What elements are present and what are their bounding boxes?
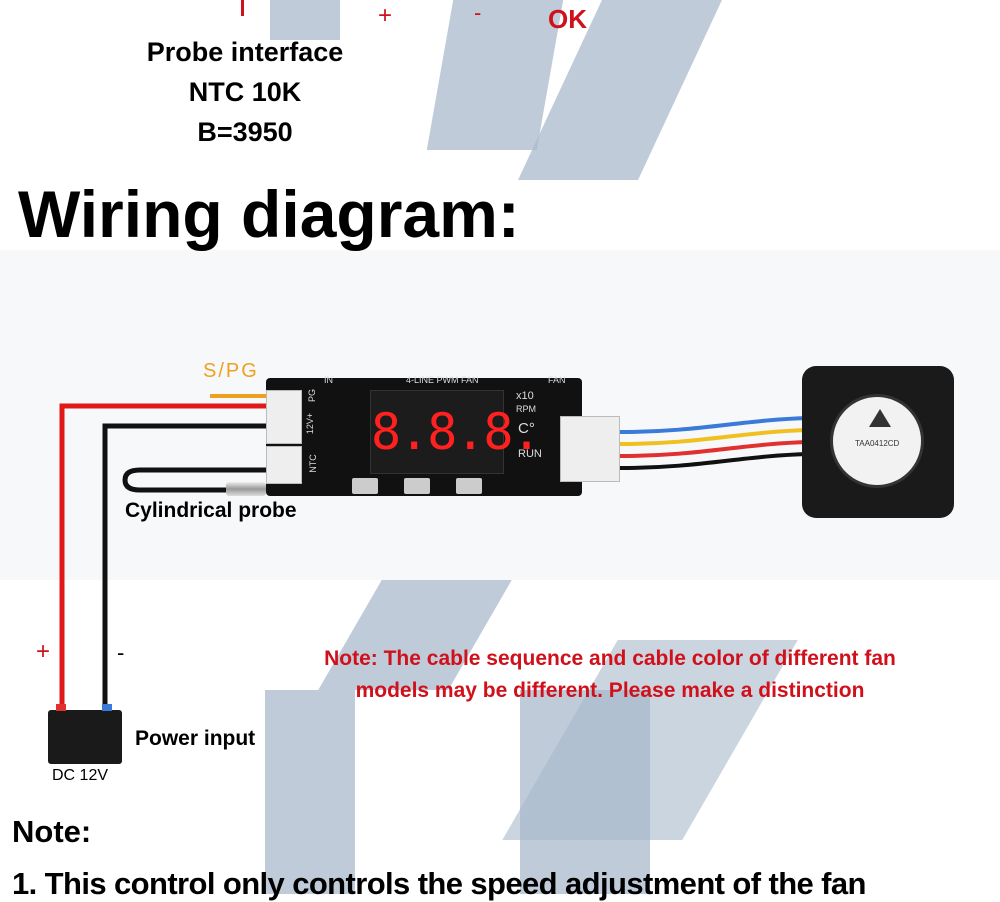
cable-warning-line1: Note: The cable sequence and cable color… xyxy=(324,647,896,670)
probe-interface-line1: Probe interface xyxy=(146,37,344,67)
voltage-label: DC 12V xyxy=(52,767,109,784)
minus-button-label: - xyxy=(474,0,482,25)
fan-wire-black xyxy=(619,452,809,470)
battery-positive-terminal xyxy=(56,704,66,711)
delta-logo-icon xyxy=(869,409,891,427)
celsius-indicator: C° xyxy=(518,420,535,437)
ok-button-label: OK xyxy=(548,4,587,34)
cable-warning: Note: The cable sequence and cable color… xyxy=(230,643,990,707)
ok-button[interactable] xyxy=(456,478,482,494)
fan-wire-yellow xyxy=(619,428,809,446)
power-input-label: Power input xyxy=(135,727,256,750)
ntc-connector xyxy=(266,446,302,484)
page-title: Wiring diagram: xyxy=(18,177,520,251)
board-header-text: 4-LINE PWM FAN xyxy=(406,375,479,385)
run-indicator: RUN xyxy=(518,448,542,460)
plus-button-label: + xyxy=(378,2,393,29)
note-item-1: 1. This control only controls the speed … xyxy=(12,866,866,901)
led-display: 8.8.8. xyxy=(370,390,542,474)
ntc-label: NTC xyxy=(307,454,318,473)
input-connector xyxy=(266,390,302,444)
cable-warning-line2: models may be different. Please make a d… xyxy=(355,679,865,702)
rpm-label: RPM xyxy=(516,404,536,414)
minus-button[interactable] xyxy=(404,478,430,494)
fan-connector xyxy=(560,416,620,482)
probe-interface-line3: B=3950 xyxy=(197,117,293,147)
power-plus-label: + xyxy=(36,638,51,665)
fan-hub-label: TAA0412CD xyxy=(830,394,924,488)
x10-label: x10 xyxy=(516,390,534,402)
in-label: IN xyxy=(324,375,333,385)
fan-wire-blue xyxy=(619,416,809,434)
cylindrical-probe xyxy=(226,482,266,496)
spg-label: S/PG xyxy=(203,360,259,382)
power-minus-label: - xyxy=(117,640,125,665)
watermark-shape xyxy=(270,0,340,40)
black-power-wire xyxy=(102,423,270,705)
plus-button[interactable] xyxy=(352,478,378,494)
fan-wire-red xyxy=(619,440,809,458)
12v-label: 12V+ xyxy=(305,412,316,435)
fan-model: TAA0412CD xyxy=(855,439,900,448)
fan-label: FAN xyxy=(548,375,566,385)
pointer-line xyxy=(241,0,244,16)
watermark-shape xyxy=(265,690,355,894)
battery-icon xyxy=(48,704,122,764)
probe-interface-line2: NTC 10K xyxy=(188,77,302,107)
cylindrical-probe-label: Cylindrical probe xyxy=(125,499,297,522)
probe-wire xyxy=(122,467,270,493)
note-heading: Note: xyxy=(12,814,92,849)
battery-negative-terminal xyxy=(102,704,112,711)
pg-label: PG xyxy=(307,388,318,403)
cooling-fan: TAA0412CD xyxy=(802,366,954,518)
probe-interface-label: Probe interface NTC 10K B=3950 xyxy=(95,32,395,152)
red-power-wire xyxy=(59,403,270,705)
pwm-controller-board: 4-LINE PWM FAN IN FAN PG 12V+ NTC 8.8.8.… xyxy=(266,375,582,496)
